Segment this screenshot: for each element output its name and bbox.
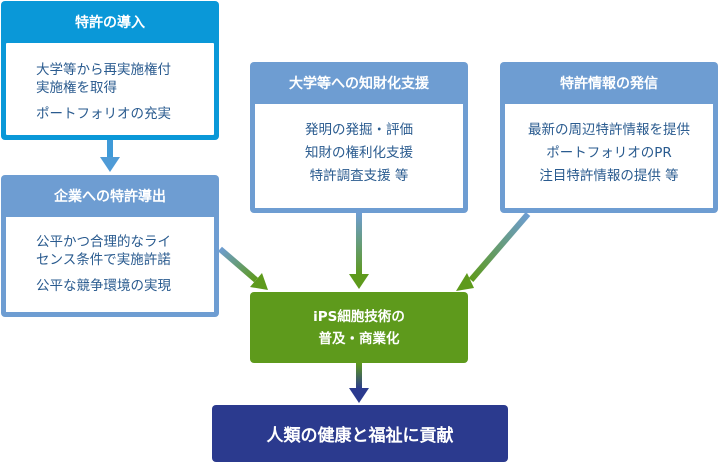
box-body: 公平かつ合理的なライ センス条件で実施許諾 公平な競争環境の実現 xyxy=(6,217,214,312)
box-patent-info: 特許情報の発信 最新の周辺特許情報を提供 ポートフォリオのPR 注目特許情報の提… xyxy=(500,62,718,213)
box-ip-support: 大学等への知財化支援 発明の発掘・評価 知財の権利化支援 特許調査支援 等 xyxy=(250,62,468,213)
arrow-info-to-center xyxy=(456,212,531,291)
box-line: 発明の発掘・評価 xyxy=(305,122,413,138)
box-body: 最新の周辺特許情報を提供 ポートフォリオのPR 注目特許情報の提供 等 xyxy=(505,104,713,208)
box-line: ポートフォリオの充実 xyxy=(36,106,171,122)
center-line-1: iPS細胞技術の xyxy=(313,308,405,325)
box-title: 企業への特許導出 xyxy=(54,189,166,205)
box-title: 大学等への知財化支援 xyxy=(289,76,429,92)
box-licensing: 企業への特許導出 公平かつ合理的なライ センス条件で実施許諾 公平な競争環境の実… xyxy=(1,175,219,317)
box-line: 公平な競争環境の実現 xyxy=(36,278,171,294)
box-line: ポートフォリオのPR xyxy=(546,145,672,161)
arrow-center-to-goal xyxy=(349,363,369,403)
box-title: 特許情報の発信 xyxy=(560,76,658,92)
box-line: 最新の周辺特許情報を提供 xyxy=(528,122,690,138)
box-line: 実施権を取得 xyxy=(36,80,117,96)
box-ips-commercialization: iPS細胞技術の 普及・商業化 xyxy=(250,292,468,363)
box-title: 特許の導入 xyxy=(75,15,145,31)
box-body: 発明の発掘・評価 知財の権利化支援 特許調査支援 等 xyxy=(255,104,463,208)
arrow-ipsupport-to-center xyxy=(349,213,369,289)
goal-label: 人類の健康と福祉に貢献 xyxy=(266,426,454,446)
box-goal: 人類の健康と福祉に貢献 xyxy=(212,405,508,462)
box-line: 大学等から再実施権付 xyxy=(36,62,171,78)
box-line: 注目特許情報の提供 等 xyxy=(539,168,679,184)
box-line: 特許調査支援 等 xyxy=(309,168,409,184)
arrow-licensing-to-center xyxy=(218,246,268,290)
box-line: センス条件で実施許諾 xyxy=(36,252,171,268)
box-line: 知財の権利化支援 xyxy=(305,145,413,161)
box-body: 大学等から再実施権付 実施権を取得 ポートフォリオの充実 xyxy=(6,43,214,135)
box-patent-intro: 特許の導入 大学等から再実施権付 実施権を取得 ポートフォリオの充実 xyxy=(1,1,219,140)
arrow-intro-to-licensing xyxy=(100,140,120,172)
box-line: 公平かつ合理的なライ xyxy=(36,234,171,250)
center-line-2: 普及・商業化 xyxy=(318,330,400,347)
